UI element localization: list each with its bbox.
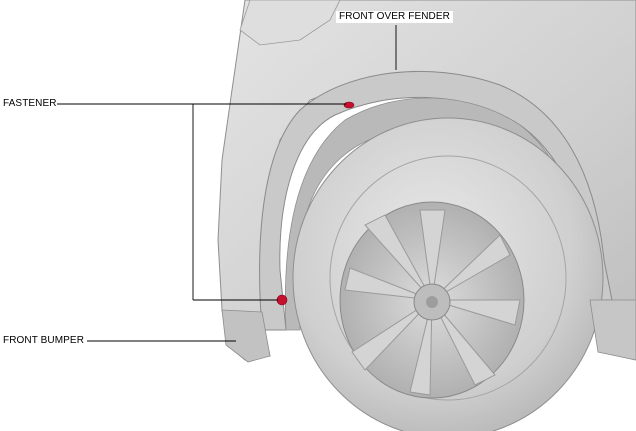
leader-lines [57,25,397,342]
label-front-bumper: FRONT BUMPER [3,335,85,346]
hood-panel [239,0,341,46]
fastener-upper [343,101,355,109]
label-fastener: FASTENER [3,98,57,109]
front-bumper [221,309,271,363]
fastener-lower [276,294,288,306]
label-front-over-fender: FRONT OVER FENDER [336,11,453,23]
wheel-spokes [344,209,521,396]
